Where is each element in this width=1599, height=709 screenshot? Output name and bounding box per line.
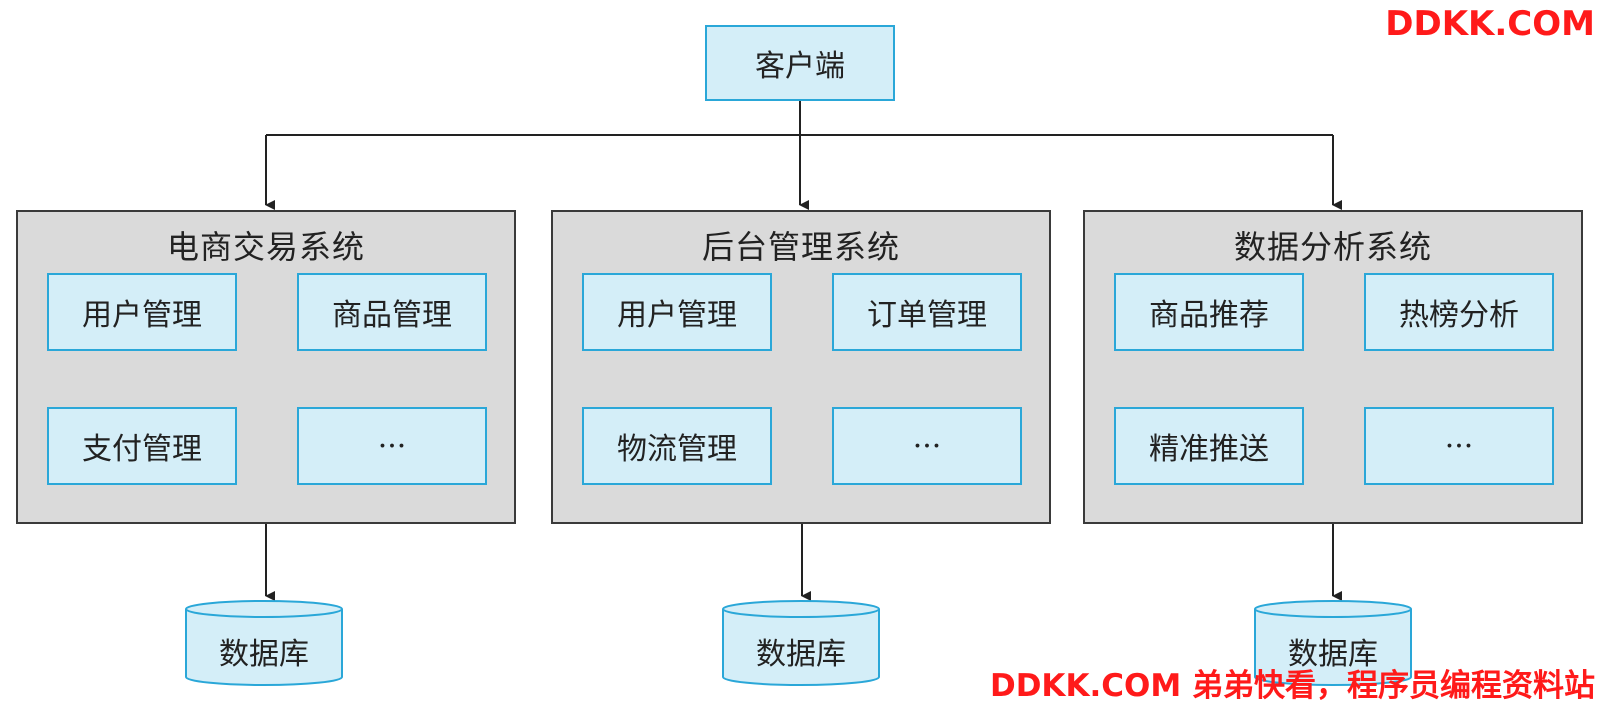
module-node: 支付管理 xyxy=(47,407,237,485)
module-node: 物流管理 xyxy=(582,407,772,485)
module-node: 用户管理 xyxy=(582,273,772,351)
module-label: ··· xyxy=(377,428,407,464)
module-label: 精准推送 xyxy=(1149,432,1269,467)
database-node: 数据库 xyxy=(721,599,881,689)
database-node: 数据库 xyxy=(184,599,344,689)
system-analytics: 数据分析系统 商品推荐 热榜分析 精准推送 ··· xyxy=(1083,210,1583,524)
client-label: 客户端 xyxy=(755,49,845,84)
module-node: 商品推荐 xyxy=(1114,273,1304,351)
module-label: 订单管理 xyxy=(867,298,987,333)
client-node: 客户端 xyxy=(705,25,895,101)
module-label: 商品管理 xyxy=(332,298,452,333)
system-ecommerce: 电商交易系统 用户管理 商品管理 支付管理 ··· xyxy=(16,210,516,524)
database-label: 数据库 xyxy=(756,637,846,672)
system-title: 后台管理系统 xyxy=(701,228,900,266)
module-node: 商品管理 xyxy=(297,273,487,351)
system-backend: 后台管理系统 用户管理 订单管理 物流管理 ··· xyxy=(551,210,1051,524)
module-node: 订单管理 xyxy=(832,273,1022,351)
system-title: 数据分析系统 xyxy=(1233,228,1432,266)
module-label: 物流管理 xyxy=(617,432,737,467)
module-label: 用户管理 xyxy=(617,298,737,333)
database-node: 数据库 xyxy=(1253,599,1413,689)
database-label: 数据库 xyxy=(1288,637,1378,672)
module-label: 热榜分析 xyxy=(1399,298,1519,333)
watermark-bottom: DDKK.COM 弟弟快看，程序员编程资料站 xyxy=(989,668,1595,704)
system-title: 电商交易系统 xyxy=(166,228,365,266)
module-label: ··· xyxy=(912,428,942,464)
database-cylinder-icon xyxy=(722,600,880,686)
watermark-top: DDKK.COM xyxy=(1385,4,1595,44)
module-node: ··· xyxy=(1364,407,1554,485)
module-node: ··· xyxy=(297,407,487,485)
module-label: 用户管理 xyxy=(82,298,202,333)
module-label: 商品推荐 xyxy=(1149,298,1269,333)
database-label: 数据库 xyxy=(219,637,309,672)
module-node: 精准推送 xyxy=(1114,407,1304,485)
database-cylinder-icon xyxy=(1254,600,1412,686)
module-node: ··· xyxy=(832,407,1022,485)
database-cylinder-icon xyxy=(185,600,343,686)
module-node: 热榜分析 xyxy=(1364,273,1554,351)
module-label: 支付管理 xyxy=(82,432,202,467)
module-node: 用户管理 xyxy=(47,273,237,351)
module-label: ··· xyxy=(1444,428,1474,464)
